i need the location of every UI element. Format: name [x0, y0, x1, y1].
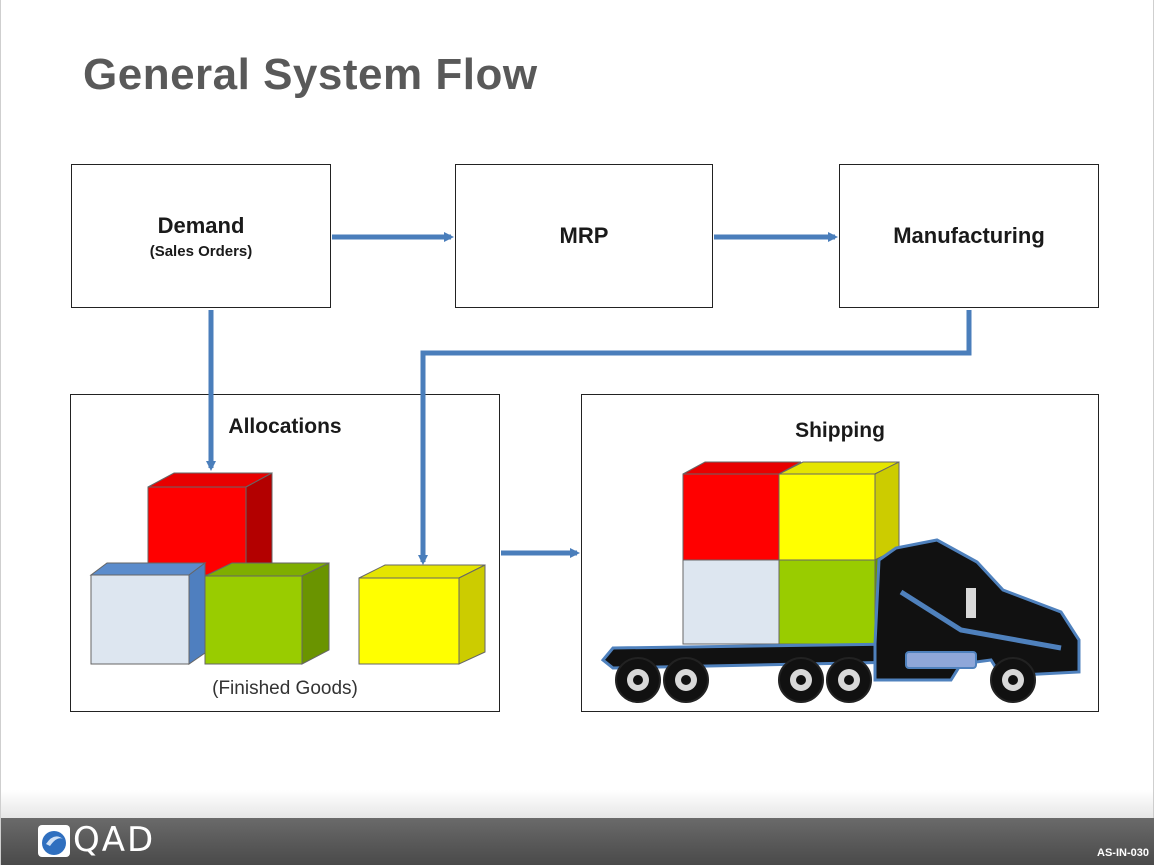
- mrp-label: MRP: [559, 223, 609, 248]
- manufacturing-box: Manufacturing: [839, 164, 1099, 308]
- qad-logo-text: QAD: [73, 820, 156, 860]
- arrow-manufacturing-to-finished-goods: [418, 310, 972, 565]
- light-blue-cube-icon: [89, 562, 207, 665]
- page-title: General System Flow: [83, 50, 538, 99]
- slide-code: AS-IN-030: [1097, 847, 1149, 859]
- red-cube-icon: [147, 472, 273, 576]
- footer-fade: [1, 790, 1154, 818]
- demand-sublabel: (Sales Orders): [149, 242, 253, 260]
- shipping-label: Shipping: [795, 419, 885, 442]
- footer-bar: QAD AS-IN-030: [1, 818, 1154, 865]
- manufacturing-label: Manufacturing: [893, 223, 1045, 248]
- demand-box: Demand (Sales Orders): [71, 164, 331, 308]
- allocations-label: Allocations: [228, 415, 342, 438]
- green-cube-icon: [204, 562, 330, 665]
- truck-icon: [600, 461, 1081, 703]
- finished-goods-caption: (Finished Goods): [212, 678, 358, 699]
- yellow-cube-icon: [358, 564, 486, 665]
- demand-label: Demand: [157, 212, 245, 238]
- qad-logo-icon: [38, 825, 70, 857]
- mrp-box: MRP: [455, 164, 713, 308]
